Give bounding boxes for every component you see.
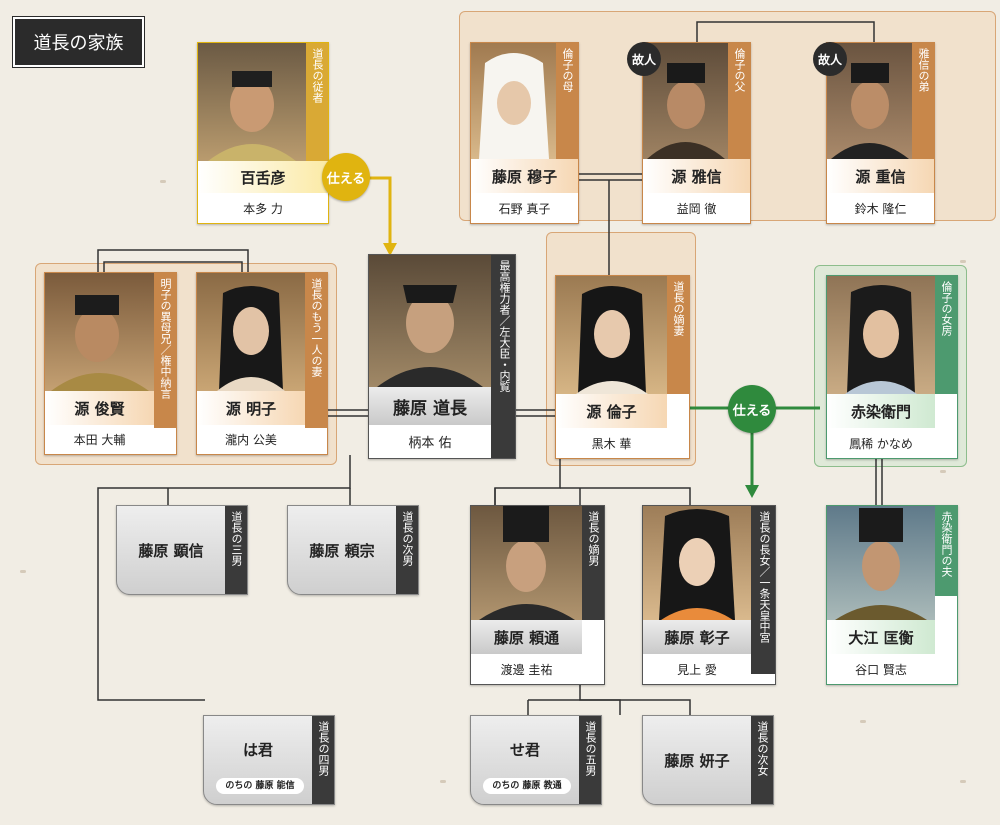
paper-speck — [860, 720, 866, 723]
portrait-photo — [827, 506, 935, 620]
character-name: 藤原 彰子 — [643, 620, 751, 654]
character-name: 赤染衛門 — [827, 394, 935, 428]
character-name: 大江 匡衡 — [827, 620, 935, 654]
portrait-photo — [556, 276, 667, 394]
character-name: 藤原 顕信 — [138, 541, 204, 560]
character-name: 藤原 道長 — [369, 387, 491, 425]
person-card-hagimi[interactable]: は君 のちの 藤原 能信 道長の四男 — [203, 715, 335, 805]
character-name: せ君 — [509, 740, 540, 759]
portrait-photo — [369, 255, 491, 387]
character-name: は君 — [242, 740, 273, 759]
character-name: 百舌彦 — [198, 161, 328, 193]
character-name: 源 俊賢 — [45, 391, 154, 425]
role-tag: 道長の嫡妻 — [667, 276, 689, 394]
page-title: 道長の家族 — [13, 17, 144, 67]
role-tag: 赤染衛門の夫 — [935, 506, 957, 596]
later-name: のちの 藤原 教通 — [483, 778, 571, 794]
person-card-segimi[interactable]: せ君 のちの 藤原 教通 道長の五男 — [470, 715, 602, 805]
role-tag: 道長の四男 — [312, 716, 334, 804]
portrait-photo — [643, 506, 751, 620]
role-tag: 道長の次男 — [396, 506, 418, 594]
role-tag: 雅信の弟 — [912, 43, 934, 159]
paper-speck — [960, 260, 966, 263]
character-name: 藤原 頼通 — [471, 620, 582, 654]
person-card-toshikata[interactable]: 明子の異母兄／権中納言 源 俊賢 本田 大輔 — [44, 272, 177, 455]
person-card-michinaga[interactable]: 最高権力者／左大臣・内覧 藤原 道長 柄本 佑 — [368, 254, 516, 459]
portrait-photo — [827, 276, 935, 394]
character-name: 藤原 穆子 — [471, 159, 578, 193]
person-card-bokushi[interactable]: 倫子の母 藤原 穆子 石野 真子 — [470, 42, 579, 224]
role-tag: 道長の嫡男 — [582, 506, 604, 620]
actor-name: 見上 愛 — [643, 654, 751, 684]
role-tag: 道長の次女 — [751, 716, 773, 804]
role-tag: 道長の長女／一条天皇中宮 — [751, 506, 775, 674]
actor-name: 黒木 華 — [556, 428, 667, 458]
actor-name: 益岡 徹 — [643, 193, 750, 223]
paper-speck — [20, 570, 26, 573]
person-card-masanobu[interactable]: 倫子の父 源 雅信 益岡 徹 — [642, 42, 751, 224]
paper-speck — [440, 780, 446, 783]
character-name: 源 雅信 — [643, 159, 750, 193]
actor-name: 本田 大輔 — [45, 425, 154, 454]
portrait-photo — [198, 43, 306, 161]
person-card-shigenobu[interactable]: 雅信の弟 源 重信 鈴木 隆仁 — [826, 42, 935, 224]
deceased-badge: 故人 — [813, 42, 847, 76]
role-tag: 道長の従者 — [306, 43, 328, 161]
paper-speck — [960, 780, 966, 783]
role-tag: 道長の五男 — [579, 716, 601, 804]
paper-speck — [940, 470, 946, 473]
person-card-yorimichi[interactable]: 道長の嫡男 藤原 頼通 渡邊 圭祐 — [470, 505, 605, 685]
role-tag: 明子の異母兄／権中納言 — [154, 273, 176, 428]
actor-name: 鳳稀 かなめ — [827, 428, 935, 458]
deceased-badge: 故人 — [627, 42, 661, 76]
character-name: 藤原 頼宗 — [309, 541, 375, 560]
actor-name: 石野 真子 — [471, 193, 578, 223]
actor-name: 瀧内 公美 — [197, 425, 305, 454]
role-tag: 倫子の母 — [556, 43, 578, 159]
portrait-photo — [827, 43, 912, 159]
actor-name: 谷口 賢志 — [827, 654, 935, 684]
portrait-photo — [471, 43, 556, 159]
later-name: のちの 藤原 能信 — [216, 778, 304, 794]
person-card-masahira[interactable]: 赤染衛門の夫 大江 匡衡 谷口 賢志 — [826, 505, 958, 685]
person-card-akinobu[interactable]: 藤原 顕信 道長の三男 — [116, 505, 248, 595]
character-name: 源 重信 — [827, 159, 934, 193]
person-card-shoshi[interactable]: 道長の長女／一条天皇中宮 藤原 彰子 見上 愛 — [642, 505, 776, 685]
portrait-photo — [471, 506, 582, 620]
actor-name: 柄本 佑 — [369, 425, 491, 458]
character-name: 源 倫子 — [556, 394, 667, 428]
person-card-akazome[interactable]: 倫子の女房 赤染衛門 鳳稀 かなめ — [826, 275, 958, 459]
person-card-akiko[interactable]: 道長のもう一人の妻 源 明子 瀧内 公美 — [196, 272, 328, 455]
character-name: 藤原 妍子 — [664, 751, 730, 770]
role-tag: 倫子の女房 — [935, 276, 957, 394]
character-name: 源 明子 — [197, 391, 305, 425]
portrait-photo — [197, 273, 305, 391]
portrait-photo — [45, 273, 154, 391]
actor-name: 渡邊 圭祐 — [471, 654, 582, 684]
role-tag: 最高権力者／左大臣・内覧 — [491, 255, 515, 458]
serves-connector-green: 仕える — [728, 385, 776, 433]
person-card-yorimune[interactable]: 藤原 頼宗 道長の次男 — [287, 505, 419, 595]
person-card-kenshi[interactable]: 藤原 妍子 道長の次女 — [642, 715, 774, 805]
role-tag: 道長の三男 — [225, 506, 247, 594]
person-card-rinshi[interactable]: 道長の嫡妻 源 倫子 黒木 華 — [555, 275, 690, 459]
role-tag: 道長のもう一人の妻 — [305, 273, 327, 428]
role-tag: 倫子の父 — [728, 43, 750, 159]
paper-speck — [160, 180, 166, 183]
serves-connector-yellow: 仕える — [322, 153, 370, 201]
actor-name: 鈴木 隆仁 — [827, 193, 934, 223]
person-card-hyakushi[interactable]: 道長の従者 百舌彦 本多 力 — [197, 42, 329, 224]
actor-name: 本多 力 — [198, 193, 328, 223]
